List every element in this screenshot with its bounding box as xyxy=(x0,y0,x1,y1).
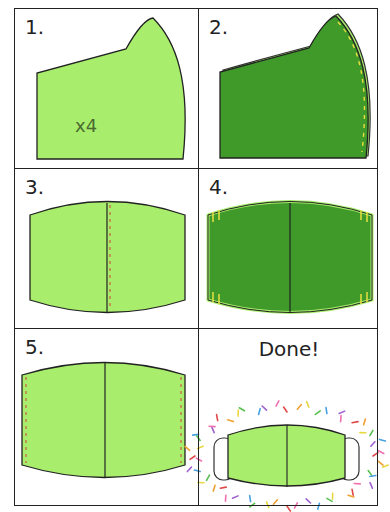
count-note: x4 xyxy=(75,115,97,136)
done-panel: Done! xyxy=(198,328,378,506)
step-panel: 1. x4 xyxy=(14,8,199,169)
center-seam xyxy=(286,425,287,487)
sparkles xyxy=(185,401,388,511)
step-number: 2. xyxy=(209,15,228,39)
pin-marks xyxy=(213,210,367,304)
step-number: 3. xyxy=(25,175,44,199)
finished-mask xyxy=(22,363,185,478)
opened-mask-dark xyxy=(208,202,372,313)
step-panel: 5. xyxy=(14,328,199,506)
stitch-line xyxy=(338,22,365,152)
step-panel: 4. xyxy=(198,168,378,329)
stitch-line xyxy=(181,377,182,463)
mask-outline xyxy=(208,202,372,313)
step-number: 4. xyxy=(209,175,228,199)
center-seam xyxy=(289,203,290,312)
stitch-line xyxy=(26,377,27,463)
step-panel: 3. xyxy=(14,168,199,329)
fabric-piece: x4 xyxy=(33,17,199,169)
center-seam xyxy=(104,362,105,478)
step-panel: 2. xyxy=(198,8,378,169)
opened-mask xyxy=(30,202,185,313)
center-seam xyxy=(106,203,107,312)
done-mask xyxy=(228,425,345,486)
stitch-line xyxy=(110,205,111,310)
step-number: 5. xyxy=(25,335,44,359)
step-number: 1. xyxy=(25,15,44,39)
step-number: Done! xyxy=(259,337,320,361)
fabric-piece-dark xyxy=(220,16,368,158)
fabric-piece-shape xyxy=(33,17,199,169)
